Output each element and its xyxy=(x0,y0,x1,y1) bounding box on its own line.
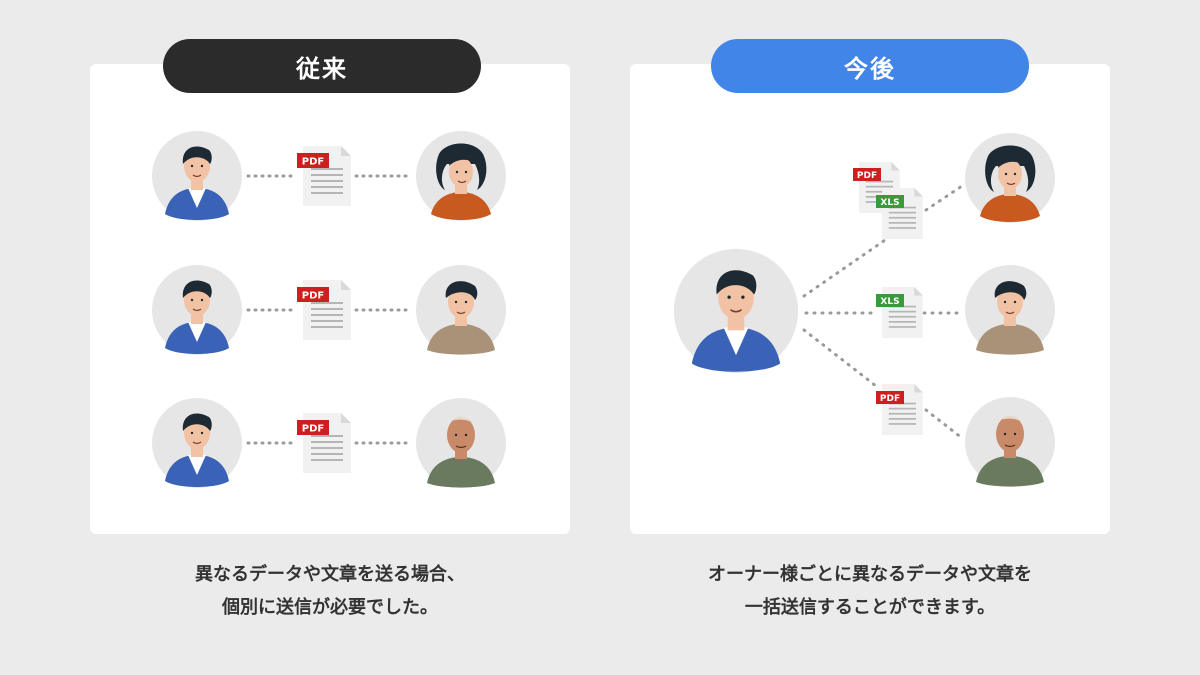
after-caption-line-1: オーナー様ごとに異なるデータや文章を xyxy=(708,564,1032,585)
pdf-tag-label: PDF xyxy=(302,424,324,435)
recipient-avatar-woman xyxy=(415,130,507,222)
recipient-avatar-bald-man xyxy=(415,397,507,489)
xls-tag-label: XLS xyxy=(880,198,899,208)
after-title-pill: 今後 xyxy=(711,39,1029,93)
after-caption: オーナー様ごとに異なるデータや文章を 一括送信することができます。 xyxy=(630,558,1110,624)
pdf-tag-label: PDF xyxy=(857,171,877,181)
sender-avatar xyxy=(151,130,243,222)
before-row-3: PDF xyxy=(151,397,507,489)
xls-document-icon: XLS xyxy=(876,287,923,338)
pdf-tag-label: PDF xyxy=(302,157,324,168)
before-row-1: PDF xyxy=(151,130,507,222)
dotted-connector xyxy=(802,328,878,388)
after-diagram: PDF XLS XLS PDF xyxy=(673,132,1056,488)
before-title-pill: 従来 xyxy=(163,39,481,93)
dotted-connector xyxy=(924,184,964,212)
before-caption: 異なるデータや文章を送る場合、 個別に送信が必要でした。 xyxy=(90,558,570,624)
xls-document-icon: XLS xyxy=(876,188,923,239)
pdf-document-icon: PDF xyxy=(876,384,923,435)
pdf-document-icon: PDF xyxy=(297,280,351,340)
before-row-2: PDF xyxy=(151,264,507,356)
after-caption-line-2: 一括送信することができます。 xyxy=(744,597,996,618)
pdf-document-icon: PDF xyxy=(853,162,900,214)
pdf-document-icon: PDF xyxy=(297,146,351,206)
sender-avatar xyxy=(151,264,243,356)
pdf-tag-label: PDF xyxy=(880,394,900,404)
before-caption-line-2: 個別に送信が必要でした。 xyxy=(222,597,438,618)
recipient-avatar-bald-man xyxy=(964,396,1056,488)
dotted-connector xyxy=(924,408,964,440)
before-caption-line-1: 異なるデータや文章を送る場合、 xyxy=(195,564,465,585)
recipient-avatar-woman xyxy=(964,132,1056,224)
sender-avatar xyxy=(151,397,243,489)
recipient-avatar-casual-man xyxy=(415,264,507,356)
pdf-document-icon: PDF xyxy=(297,413,351,473)
sender-avatar-large xyxy=(673,248,799,374)
xls-tag-label: XLS xyxy=(880,297,899,307)
recipient-avatar-casual-man xyxy=(964,264,1056,356)
pdf-tag-label: PDF xyxy=(302,291,324,302)
dotted-connector xyxy=(802,236,890,298)
